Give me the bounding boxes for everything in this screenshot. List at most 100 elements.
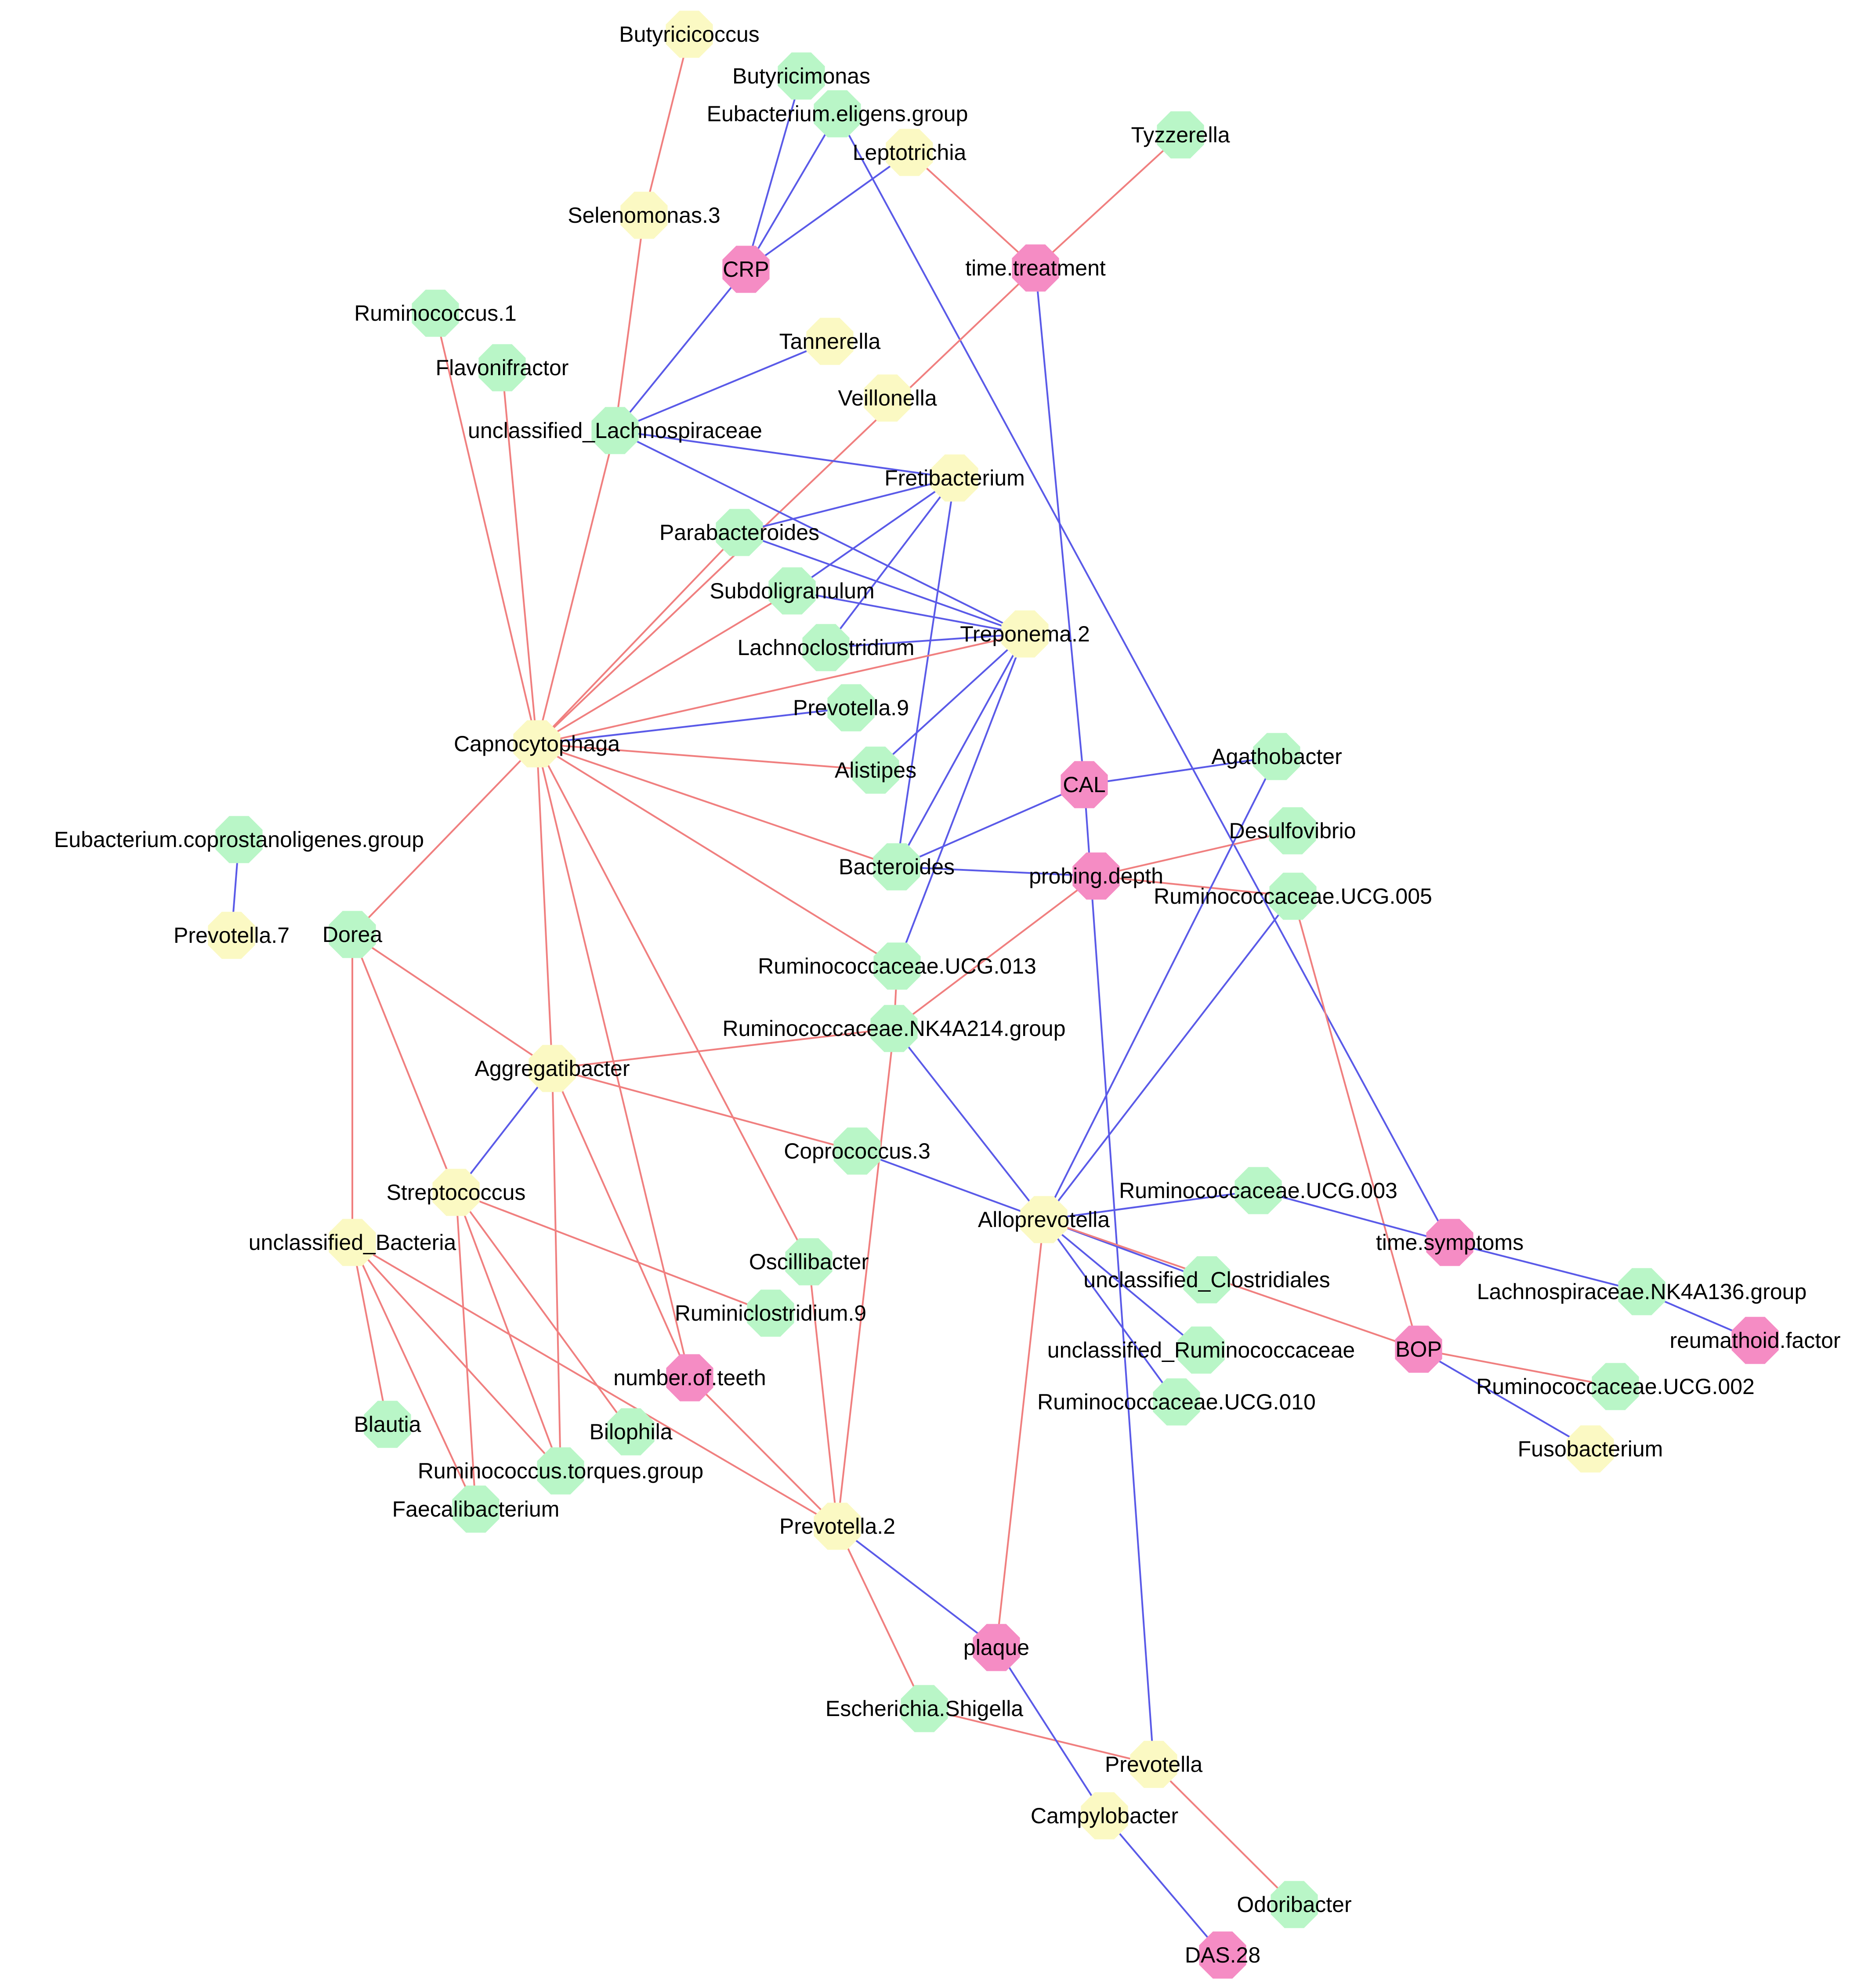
node-label-eubacterium-coprostanoligenes-group: Eubacterium.coprostanoligenes.group — [54, 827, 424, 852]
node-label-ruminococcaceae-ucg-003: Ruminococcaceae.UCG.003 — [1119, 1178, 1397, 1203]
edge-eubacterium-eligens-group-to-time-symptoms — [836, 113, 1451, 1243]
node-marker-crp — [722, 246, 770, 293]
node-marker-cal — [1061, 761, 1108, 808]
node-marker-lachnoclostridium — [802, 624, 850, 671]
node-plaque: plaque — [963, 1624, 1029, 1671]
node-probing-depth: probing.depth — [1029, 852, 1163, 900]
node-label-alistipes: Alistipes — [835, 758, 916, 782]
node-marker-prevotella-9 — [827, 684, 875, 731]
edge-tyzzerella-to-time-treatment — [1035, 134, 1181, 269]
node-marker-dorea — [329, 911, 376, 958]
edge-selenomonas-3-to-unclassified-lachnospiraceae — [614, 215, 645, 431]
node-label-eubacterium-eligens-group: Eubacterium.eligens.group — [707, 101, 968, 126]
node-time-treatment: time.treatment — [965, 244, 1106, 292]
edge-probing-depth-to-ruminococcaceae-ucg-005 — [1096, 875, 1293, 897]
node-label-capnocytophaga: Capnocytophaga — [454, 731, 620, 756]
node-label-ruminococcaceae-ucg-013: Ruminococcaceae.UCG.013 — [758, 954, 1036, 978]
node-label-dorea: Dorea — [322, 922, 382, 947]
edge-ruminococcaceae-nk4a214-group-to-prevotella-2 — [836, 1028, 895, 1527]
edge-coprococcus-3-to-alloprevotella — [857, 1150, 1044, 1220]
node-unclassified-bacteria: unclassified_Bacteria — [249, 1219, 456, 1266]
node-capnocytophaga: Capnocytophaga — [454, 720, 620, 768]
node-label-ruminococcaceae-ucg-010: Ruminococcaceae.UCG.010 — [1037, 1390, 1316, 1414]
node-marker-fusobacterium — [1567, 1425, 1614, 1473]
edge-bop-to-ruminococcaceae-ucg-002 — [1418, 1348, 1616, 1387]
edge-campylobacter-to-das-28 — [1104, 1815, 1224, 1956]
edge-treponema-2-to-alistipes — [875, 633, 1026, 771]
node-marker-tannerella — [806, 318, 854, 365]
edge-unclassified-bacteria-to-blautia — [351, 1242, 388, 1425]
node-prevotella-7: Prevotella.7 — [174, 912, 290, 959]
node-marker-treponema-2 — [1001, 610, 1049, 658]
edge-treponema-2-to-capnocytophaga — [536, 633, 1025, 745]
node-label-prevotella-9: Prevotella.9 — [793, 695, 909, 720]
node-butyricimonas: Butyricimonas — [732, 52, 870, 100]
edge-eubacterium-eligens-group-to-crp — [745, 113, 838, 270]
node-marker-fretibacterium — [931, 454, 978, 502]
edge-alloprevotella-to-bop — [1043, 1219, 1419, 1350]
edge-streptococcus-to-bilophila — [455, 1191, 632, 1433]
node-label-bop: BOP — [1395, 1337, 1442, 1362]
node-marker-agathobacter — [1253, 733, 1300, 780]
node-marker-butyricicoccus — [666, 11, 713, 58]
node-agathobacter: Agathobacter — [1211, 733, 1342, 780]
edge-butyricicoccus-to-selenomonas-3 — [643, 34, 690, 216]
node-ruminococcaceae-ucg-002: Ruminococcaceae.UCG.002 — [1476, 1363, 1755, 1410]
edge-aggregatibacter-to-ruminococcus-torques-group — [551, 1068, 561, 1471]
node-marker-streptococcus — [432, 1169, 480, 1216]
node-label-ruminococcus-1: Ruminococcus.1 — [354, 301, 517, 326]
node-label-bilophila: Bilophila — [589, 1419, 672, 1444]
node-marker-veillonella — [864, 374, 911, 422]
node-lachnospiraceae-nk4a136-group: Lachnospiraceae.NK4A136.group — [1477, 1268, 1807, 1315]
node-alloprevotella: Alloprevotella — [978, 1196, 1110, 1243]
edge-streptococcus-to-ruminiclostridium-9 — [456, 1191, 771, 1314]
node-number-of-teeth: number.of.teeth — [613, 1354, 766, 1401]
edge-prevotella-2-to-escherichia-shigella — [836, 1526, 925, 1709]
node-label-prevotella-2: Prevotella.2 — [779, 1514, 895, 1539]
edge-tannerella-to-unclassified-lachnospiraceae — [615, 340, 830, 431]
node-marker-plaque — [973, 1624, 1020, 1671]
edge-cal-to-agathobacter — [1084, 756, 1277, 786]
edge-capnocytophaga-to-ruminococcaceae-ucg-013 — [536, 743, 898, 967]
node-marker-desulfovibrio — [1269, 807, 1316, 855]
node-label-time-treatment: time.treatment — [965, 256, 1106, 280]
node-eubacterium-coprostanoligenes-group: Eubacterium.coprostanoligenes.group — [54, 816, 424, 863]
node-marker-number-of-teeth — [666, 1354, 713, 1401]
edge-time-symptoms-to-lachnospiraceae-nk4a136-group — [1449, 1242, 1642, 1293]
edge-prevotella-to-odoribacter — [1153, 1763, 1295, 1905]
node-ruminococcus-torques-group: Ruminococcus.torques.group — [418, 1447, 703, 1495]
node-marker-eubacterium-coprostanoligenes-group — [215, 816, 263, 863]
node-ruminococcaceae-ucg-005: Ruminococcaceae.UCG.005 — [1154, 873, 1432, 920]
node-marker-blautia — [364, 1401, 411, 1448]
node-marker-tyzzerella — [1157, 111, 1204, 159]
edge-unclassified-bacteria-to-ruminococcus-torques-group — [351, 1242, 561, 1472]
node-marker-ruminococcus-torques-group — [537, 1447, 584, 1495]
node-marker-time-treatment — [1012, 244, 1059, 292]
node-marker-unclassified-clostridiales — [1183, 1256, 1231, 1304]
node-marker-prevotella-2 — [814, 1503, 861, 1550]
node-unclassified-lachnospiraceae: unclassified_Lachnospiraceae — [468, 407, 762, 454]
node-marker-ruminiclostridium-9 — [747, 1289, 794, 1337]
node-label-crp: CRP — [723, 257, 769, 282]
node-label-treponema-2: Treponema.2 — [960, 622, 1090, 646]
node-label-aggregatibacter: Aggregatibacter — [474, 1056, 630, 1081]
node-marker-lachnospiraceae-nk4a136-group — [1618, 1268, 1665, 1315]
node-label-ruminococcus-torques-group: Ruminococcus.torques.group — [418, 1459, 703, 1483]
edge-capnocytophaga-to-parabacteroides — [536, 532, 740, 745]
node-marker-ruminococcaceae-ucg-005 — [1269, 873, 1317, 920]
edge-crp-to-unclassified-lachnospiraceae — [614, 268, 747, 431]
node-label-prevotella: Prevotella — [1105, 1752, 1203, 1777]
node-marker-aggregatibacter — [529, 1045, 576, 1092]
node-label-selenomonas-3: Selenomonas.3 — [568, 203, 720, 228]
node-aggregatibacter: Aggregatibacter — [474, 1045, 630, 1092]
node-label-veillonella: Veillonella — [838, 386, 937, 410]
edge-ruminococcus-1-to-capnocytophaga — [434, 313, 538, 744]
node-marker-odoribacter — [1271, 1881, 1318, 1928]
node-dorea: Dorea — [322, 911, 382, 958]
edge-streptococcus-to-faecalibacterium — [455, 1192, 477, 1510]
node-marker-ruminococcaceae-ucg-010 — [1153, 1378, 1200, 1426]
node-unclassified-ruminococcaceae: unclassified_Ruminococcaceae — [1047, 1326, 1355, 1374]
node-label-prevotella-7: Prevotella.7 — [174, 923, 290, 948]
node-reumathoid-factor: reumathoid.factor — [1669, 1317, 1841, 1364]
